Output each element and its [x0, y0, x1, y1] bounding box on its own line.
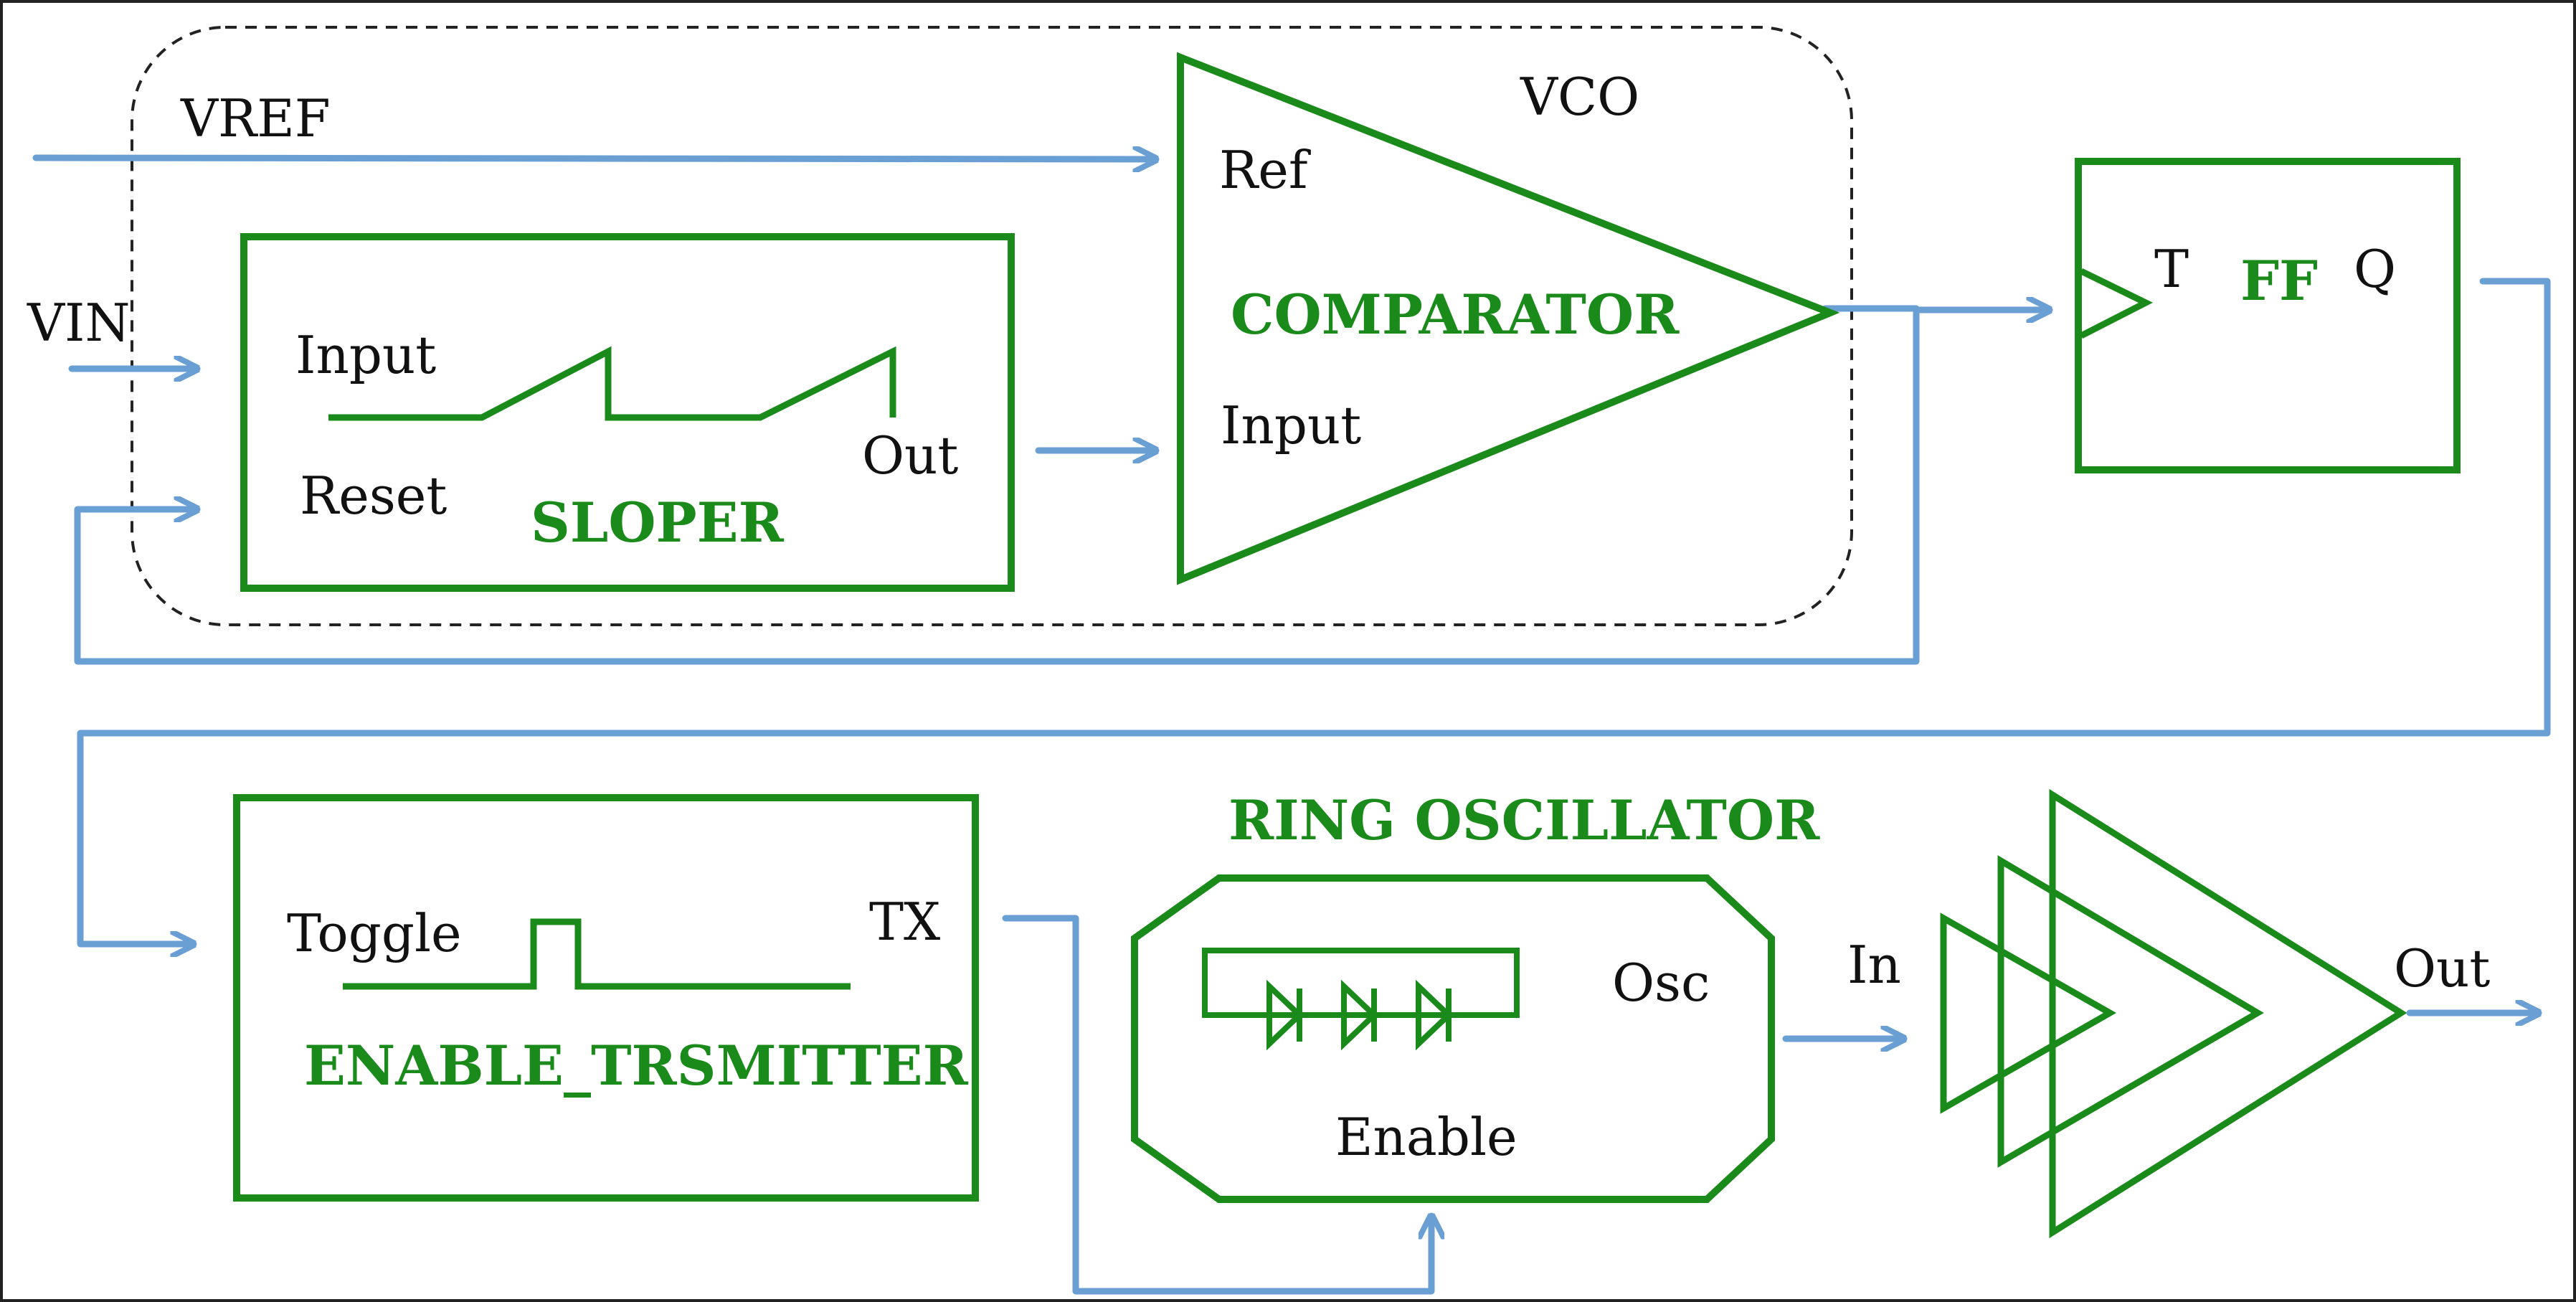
- buffer-stage-3: [2049, 788, 2407, 1239]
- ring-oscillator-osc-label: Osc: [1612, 953, 1710, 1013]
- sloper-reset-label: Reset: [300, 466, 447, 526]
- sloper-title: SLOPER: [531, 491, 785, 555]
- ring-oscillator-title: RING OSCILLATOR: [1228, 788, 1820, 852]
- vref-label: VREF: [180, 88, 331, 148]
- comparator-triangle: [1177, 52, 1840, 585]
- vco-label: VCO: [1520, 67, 1639, 127]
- buffer-stage-1: [1940, 912, 2117, 1114]
- reset-feedback-wire: [74, 305, 1920, 665]
- transmitter-tx-label: TX: [869, 892, 940, 952]
- comparator-input-label: Input: [1221, 395, 1361, 456]
- pulse-waveform-icon: [343, 918, 851, 990]
- sloper-input-label: Input: [295, 325, 436, 385]
- buffer-in-label: In: [1847, 935, 1901, 995]
- sloper-block: [240, 233, 1015, 592]
- sloper-out-label: Out: [862, 425, 958, 486]
- enable-transmitter-block: [233, 794, 979, 1202]
- ff-to-transmitter-wire: [77, 278, 2551, 944]
- ff-q-label: Q: [2354, 239, 2396, 299]
- comparator-ref-label: Ref: [1219, 140, 1311, 200]
- buffer-chain: [1940, 788, 2407, 1239]
- ring-oscillator-block: [1131, 874, 1775, 1203]
- comparator-title: COMPARATOR: [1231, 283, 1680, 346]
- vin-label: VIN: [27, 293, 130, 353]
- ff-title: FF: [2240, 249, 2318, 313]
- buffer-out-label: Out: [2394, 938, 2490, 999]
- inverter-ring-icon: [1202, 948, 1520, 1051]
- vref-wire: [32, 158, 1160, 159]
- transmitter-title: ENABLE_TRSMITTER: [304, 1034, 969, 1098]
- ff-t-label: T: [2154, 239, 2189, 299]
- ring-oscillator-enable-label: Enable: [1335, 1107, 1517, 1167]
- transmitter-toggle-label: Toggle: [287, 903, 462, 963]
- tx-to-ring-oscillator-wire: [1002, 915, 1431, 1295]
- clock-input-symbol-icon: [2079, 268, 2154, 339]
- ff-block: [2075, 158, 2461, 473]
- buffer-stage-2: [1997, 855, 2264, 1168]
- vco-group-outline: [131, 26, 1853, 626]
- sawtooth-waveform-icon: [328, 346, 896, 421]
